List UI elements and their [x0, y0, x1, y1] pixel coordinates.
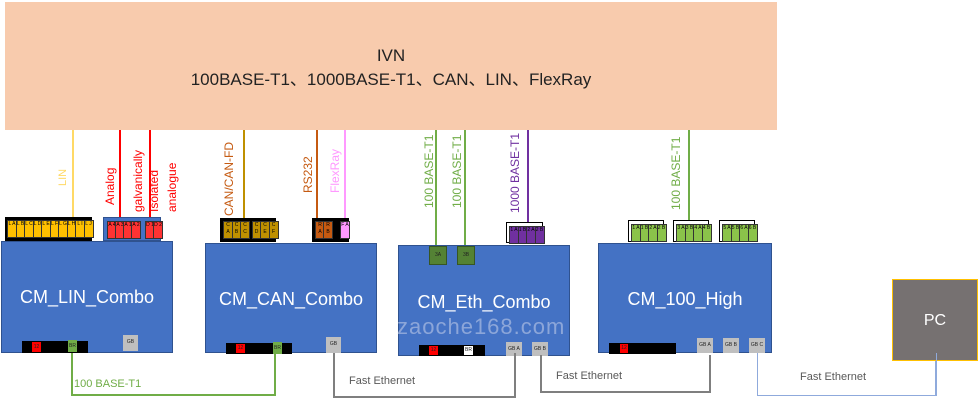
module-cm-can-combo: CM_CAN_Combo 12 BR GB	[205, 243, 377, 354]
bottom-connector: 12	[609, 343, 676, 354]
connector-pin: 2 B	[656, 224, 667, 242]
pc-box: PC	[892, 279, 978, 361]
bottom-connector: 12 BR	[226, 342, 292, 354]
connector-pin: 6 B	[747, 224, 758, 242]
port-12: 12	[236, 344, 245, 353]
connector-pin: F A	[340, 221, 350, 239]
bottom-connector: 12 BR	[419, 345, 485, 356]
port-gb-c: GB C	[749, 338, 765, 353]
rs232-label: RS232	[301, 156, 315, 193]
port-gb: GB	[326, 337, 341, 353]
ivn-subtitle: 100BASE-T1、1000BASE-T1、CAN、LIN、FlexRay	[190, 70, 592, 89]
lin-label: LIN	[57, 168, 69, 186]
ivn-block: IVN 100BASE-T1、1000BASE-T1、CAN、LIN、FlexR…	[5, 2, 777, 130]
port-12: 12	[429, 346, 438, 355]
connector-pin: 4 B	[701, 224, 712, 242]
port-br: BR	[68, 340, 77, 352]
eth-1000-line	[527, 130, 529, 224]
can-line	[243, 130, 245, 220]
rs232-line	[316, 130, 318, 220]
module-cm-lin-combo: CM_LIN_Combo 12 BR GB	[1, 241, 173, 353]
port-12: 12	[620, 344, 628, 353]
high-100-line	[688, 130, 690, 224]
port-gb-b: GB B	[532, 342, 548, 356]
ivn-title: IVN	[376, 46, 406, 65]
high-100-label: 100 BASE-T1	[669, 136, 683, 210]
connector-pin: C C	[240, 221, 250, 239]
port-gb: GB	[123, 335, 138, 351]
port-3a: 3A	[429, 246, 447, 265]
watermark: zaoche168.com	[397, 314, 566, 339]
flexray-line	[344, 130, 346, 220]
module-cm-100-high: CM_100_High 12 GB A GB B GB C	[598, 243, 772, 354]
eth-1000-label: 1000 BASE-T1	[508, 132, 522, 213]
port-gb-b: GB B	[723, 338, 739, 353]
flexray-label: FlexRay	[328, 148, 342, 193]
port-12: 12	[32, 342, 41, 352]
connector-pin: 2 B	[534, 226, 545, 244]
can-label: CAN/CAN-FD	[222, 142, 236, 216]
isolated-label: Isolated	[147, 169, 161, 212]
link-fast-ethernet-1	[333, 353, 516, 398]
port-gb-a: GB A	[506, 342, 522, 356]
link-100base-t1	[71, 353, 276, 396]
module-name: CM_100_High	[627, 289, 743, 309]
connector-pin: R B	[323, 221, 333, 239]
module-name: CM_LIN_Combo	[19, 287, 155, 307]
link-label-fast-ethernet-1: Fast Ethernet	[349, 375, 416, 387]
analog-line	[119, 130, 121, 218]
pc-wire-stub	[935, 361, 936, 396]
link-label-fast-ethernet-2: Fast Ethernet	[556, 370, 623, 382]
eth-100b-line	[464, 130, 466, 247]
link-fast-ethernet-pc	[757, 353, 937, 396]
port-gb-a: GB A	[697, 338, 713, 353]
connector-pin: L J	[83, 220, 94, 238]
analog-label: Analog	[103, 167, 117, 205]
link-label-100base-t1: 100 BASE-T1	[74, 378, 142, 390]
link-label-fast-ethernet-pc: Fast Ethernet	[800, 371, 867, 383]
port-3b: 3B	[457, 246, 475, 265]
eth-100b-label: 100 BASE-T1	[450, 134, 464, 208]
eth-100a-line	[435, 130, 437, 247]
connector-pin: D 2	[153, 221, 163, 239]
link-fast-ethernet-2	[540, 355, 711, 393]
module-name: CM_Eth_Combo	[417, 292, 551, 312]
port-br: BR	[273, 342, 282, 354]
galvanically-label: galvanically	[131, 149, 145, 212]
lin-line	[72, 130, 74, 218]
port-br: BR	[464, 346, 473, 355]
isolated-line	[149, 130, 151, 218]
module-cm-eth-combo: 3A 3B CM_Eth_Combo 12 BR GB A GB B	[398, 245, 570, 356]
bottom-connector: 12 BR	[22, 340, 88, 353]
analogue-label: analogue	[165, 162, 179, 212]
eth-100a-label: 100 BASE-T1	[422, 134, 436, 208]
connector-pin: C F	[268, 221, 279, 239]
connector-pin: A 2	[131, 221, 141, 239]
module-name: CM_CAN_Combo	[218, 289, 364, 309]
